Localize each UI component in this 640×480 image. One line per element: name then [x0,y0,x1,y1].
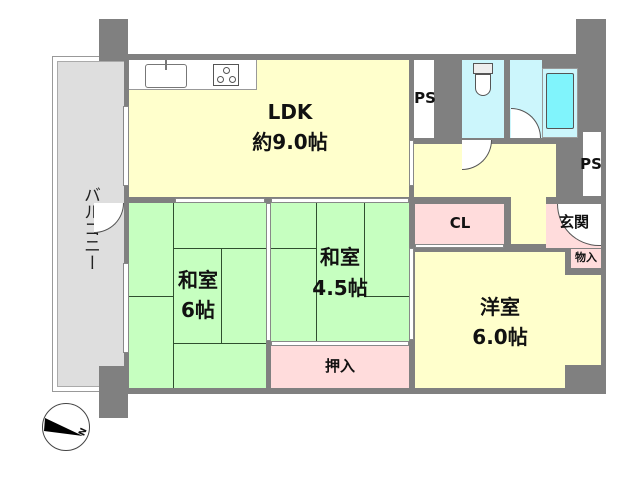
genkan-label: 玄関 [558,213,589,231]
toilet-bowl-icon [475,74,491,96]
column [99,366,128,418]
washitsu-6-size: 6帖 [181,298,215,322]
stove-icon [213,64,239,86]
youshitsu-size: 6.0帖 [472,325,528,349]
room-ps-1 [414,60,434,138]
column [576,19,606,71]
north-arrow-icon [44,418,83,436]
room-washitsu-6 [129,203,266,388]
faucet-icon [165,60,167,70]
room-ps-2 [583,132,601,196]
fusuma[interactable] [175,198,265,203]
room-hallway-lower [511,197,546,244]
fusuma[interactable] [271,198,409,203]
ps-2-label: PS [580,155,602,173]
window[interactable] [123,106,129,186]
washitsu-4-5-size: 4.5帖 [312,276,368,300]
room-monoire [571,249,601,268]
window[interactable] [123,263,129,353]
washitsu-6-name: 和室 [178,268,218,292]
kitchen-counter [129,60,257,90]
oshiire-label: 押入 [324,357,355,375]
compass [42,403,90,451]
room-cl [415,204,504,244]
oshiire-door[interactable] [271,341,409,346]
monoire-label: 物入 [575,251,597,264]
room-youshitsu [415,252,565,388]
room-washitsu-4-5 [271,203,409,341]
balcony [52,56,132,392]
bathtub-icon[interactable] [546,73,574,129]
fusuma[interactable] [266,203,271,341]
ldk-name: LDK [267,100,313,124]
youshitsu-name: 洋室 [480,295,520,319]
column [99,19,128,61]
fusuma[interactable] [409,248,414,340]
ldk-size: 約9.0帖 [252,130,328,154]
cl-door[interactable] [415,244,504,248]
door-ldk[interactable] [409,140,414,186]
cl-label: CL [449,214,471,232]
washitsu-4-5-name: 和室 [320,245,360,269]
ps-1-label: PS [414,89,436,107]
room-youshitsu-ext [565,275,601,365]
room-oshiire [271,346,409,388]
toilet-tank-icon [473,63,493,74]
